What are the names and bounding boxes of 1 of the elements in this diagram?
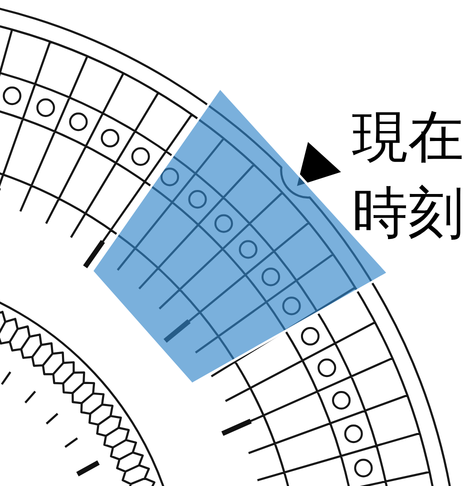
callout-label: 現在時刻 xyxy=(352,104,465,248)
